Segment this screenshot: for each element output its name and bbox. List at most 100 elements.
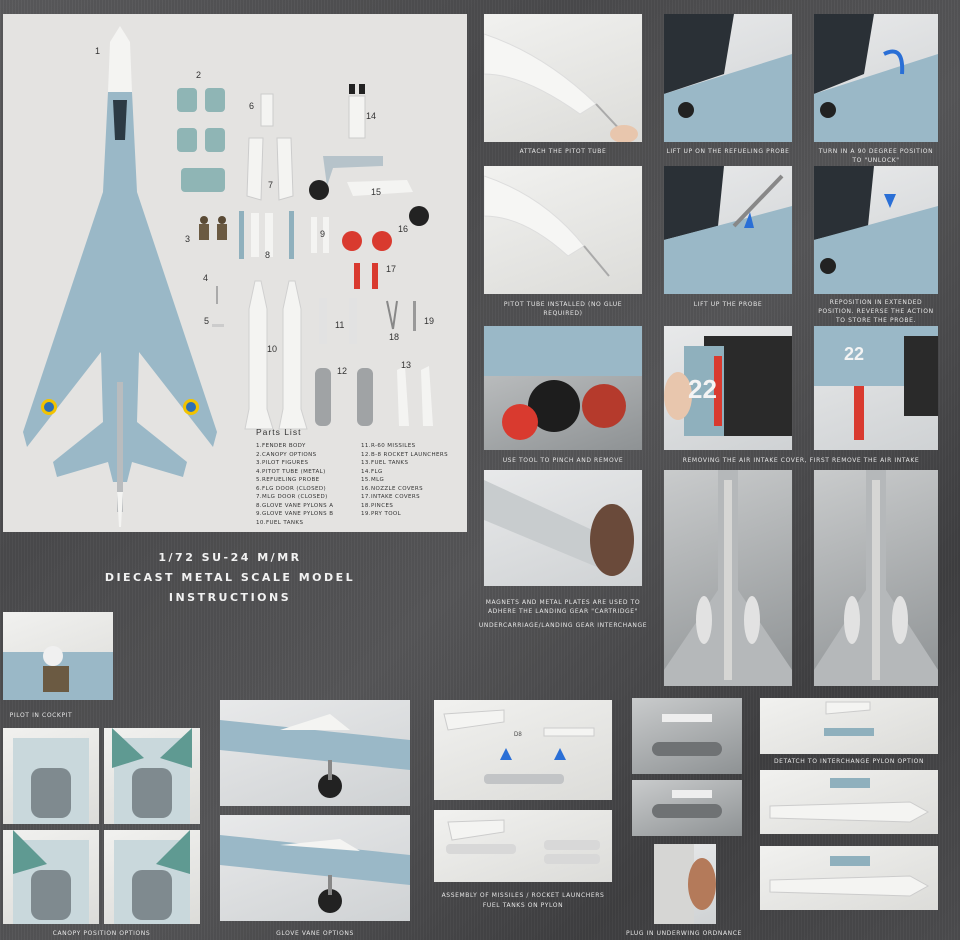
landing-gear-image — [309, 84, 429, 226]
parts-list-item: 15.MLG — [361, 477, 385, 483]
photo-pylon-assembly: D8 — [434, 700, 612, 800]
part-number-10: 10 — [267, 344, 278, 354]
parts-list-item: 11.R-60 Missiles — [361, 443, 416, 449]
parts-list-item: 12.B-8 Rocket launchers — [361, 451, 448, 458]
canopy-options-image — [177, 88, 225, 192]
parts-list-item: 17.Intake covers — [361, 494, 421, 500]
photo-removing-intake-1: 22 — [664, 326, 792, 450]
caption-pilot-cockpit: Pilot in cockpit — [9, 712, 73, 719]
part-number-15: 15 — [371, 187, 382, 197]
tail-number-label-small: 22 — [844, 344, 865, 364]
aircraft-top-view-image — [23, 26, 217, 527]
title-line-scale: 1/72 SU-24 M/MR — [158, 551, 302, 564]
caption-removing-intake: Removing the air intake cover, first rem… — [682, 457, 920, 464]
parts-list-item: 9.Glove vane pylons B — [256, 511, 334, 517]
photo-reposition — [814, 166, 938, 294]
parts-list-item: 14.FLG — [361, 468, 383, 475]
photo-pylon-tank-1 — [760, 770, 938, 834]
caption-reposition: Reposition in extended position. Reverse… — [818, 299, 934, 324]
glove-vane-pylons-image — [239, 211, 329, 259]
part-number-2: 2 — [196, 70, 202, 80]
caption-canopy-options: Canopy position options — [52, 930, 151, 937]
photo-use-tool — [484, 326, 642, 450]
parts-list-item: 19.Pry tool — [361, 511, 402, 517]
photo-glove-vane-1 — [220, 700, 410, 806]
parts-list-title: Parts List — [256, 427, 302, 437]
title-line-instructions: Instructions — [168, 591, 292, 604]
caption-turn-90: Turn in a 90 degree position to "unlock" — [818, 148, 934, 164]
parts-list-item: 6.FLG door (closed) — [256, 485, 327, 492]
photo-underside-2 — [814, 470, 938, 686]
photo-detatch-pylon — [760, 698, 938, 754]
parts-list-item: 5.Refueling probe — [256, 477, 320, 483]
caption-lift-probe: Lift up the probe — [693, 301, 763, 308]
part-number-5: 5 — [204, 316, 210, 326]
photo-lift-refuel — [664, 14, 792, 142]
part-number-3: 3 — [185, 234, 191, 244]
photo-canopy-1 — [3, 728, 99, 824]
parts-list-right: 11.R-60 Missiles 12.B-8 Rocket launchers… — [361, 442, 448, 519]
caption-detatch-pylon: Detatch to interchange pylon option — [773, 758, 925, 765]
gear-doors-image — [246, 93, 294, 201]
photo-pilot-cockpit — [3, 612, 113, 700]
part-number-4: 4 — [203, 273, 209, 283]
pitot-probe-image — [212, 286, 224, 327]
photo-turn-90 — [814, 14, 938, 142]
parts-list-left: 1.Fender body 2.Canopy options 3.Pilot f… — [256, 442, 333, 527]
photo-canopy-3 — [3, 830, 99, 924]
parts-list-item: 1.Fender body — [256, 443, 306, 449]
photo-glove-vane-2 — [220, 815, 410, 921]
photo-pylon-tank-2 — [760, 846, 938, 910]
photo-removing-intake-2: 22 — [814, 326, 938, 450]
caption-lift-refuel: Lift up on the refueling probe — [666, 148, 790, 155]
photo-rocket-pylon-2 — [632, 780, 742, 836]
tools-image — [386, 300, 416, 331]
tail-number-label: 22 — [688, 374, 717, 404]
caption-assembly-missiles: Assembly of missiles / rocket launchers — [441, 892, 605, 899]
part-number-1: 1 — [95, 46, 101, 56]
instructions-title: 1/72 SU-24 M/MR Diecast metal scale mode… — [60, 548, 400, 608]
ordnance-image — [315, 298, 433, 426]
part-number-16: 16 — [398, 224, 409, 234]
title-line-model: Diecast metal scale model — [104, 571, 356, 584]
part-number-13: 13 — [401, 360, 412, 370]
photo-pitot-installed — [484, 166, 642, 294]
parts-list-item: 18.Pinces — [361, 502, 394, 509]
fuel-tanks-image — [244, 280, 308, 430]
parts-sheet: 1 2 3 4 5 6 7 8 9 10 11 12 13 14 15 16 1… — [3, 14, 467, 532]
part-number-12: 12 — [337, 366, 348, 376]
caption-glove-vane: Glove vane options — [276, 930, 354, 937]
parts-list-item: 4.Pitot tube (metal) — [256, 468, 326, 475]
part-number-8: 8 — [265, 250, 271, 260]
caption-fuel-tanks-pylon: fuel tanks on pylon — [482, 902, 564, 909]
photo-canopy-2 — [104, 728, 200, 824]
parts-list-item: 10.Fuel Tanks — [256, 519, 304, 526]
caption-plug-ordnance: Plug in underwing ordnance — [626, 930, 742, 937]
caption-use-tool: Use tool to pinch and remove — [502, 457, 624, 464]
pilot-figures-image — [199, 216, 227, 240]
photo-canopy-4 — [104, 830, 200, 924]
part-number-18: 18 — [389, 332, 400, 342]
part-number-6: 6 — [249, 101, 255, 111]
photo-magnets — [484, 470, 642, 586]
photo-underside-1 — [664, 470, 792, 686]
photo-plug-ordnance — [654, 844, 716, 924]
photo-missile-pylon — [434, 810, 612, 882]
part-number-9: 9 — [320, 229, 326, 239]
photo-attach-pitot — [484, 14, 642, 142]
parts-list-item: 7.MLG door (closed) — [256, 494, 328, 500]
part-number-14: 14 — [366, 111, 377, 121]
pylon-tag-label: D8 — [514, 732, 522, 738]
photo-lift-probe — [664, 166, 792, 294]
part-number-7: 7 — [268, 180, 274, 190]
part-number-19: 19 — [424, 316, 435, 326]
photo-rocket-pylon-1 — [632, 698, 742, 774]
parts-list-item: 13.Fuel Tanks — [361, 460, 409, 466]
part-number-11: 11 — [335, 320, 345, 330]
caption-attach-pitot: Attach the pitot tube — [519, 148, 607, 155]
parts-list-item: 3.Pilot figures — [256, 460, 309, 466]
caption-undercarriage: Undercarriage/Landing gear interchange — [478, 622, 648, 629]
parts-list-item: 8.Glove vane pylons A — [256, 502, 334, 509]
covers-image — [342, 231, 392, 289]
parts-list-item: 2.Canopy options — [256, 451, 317, 458]
